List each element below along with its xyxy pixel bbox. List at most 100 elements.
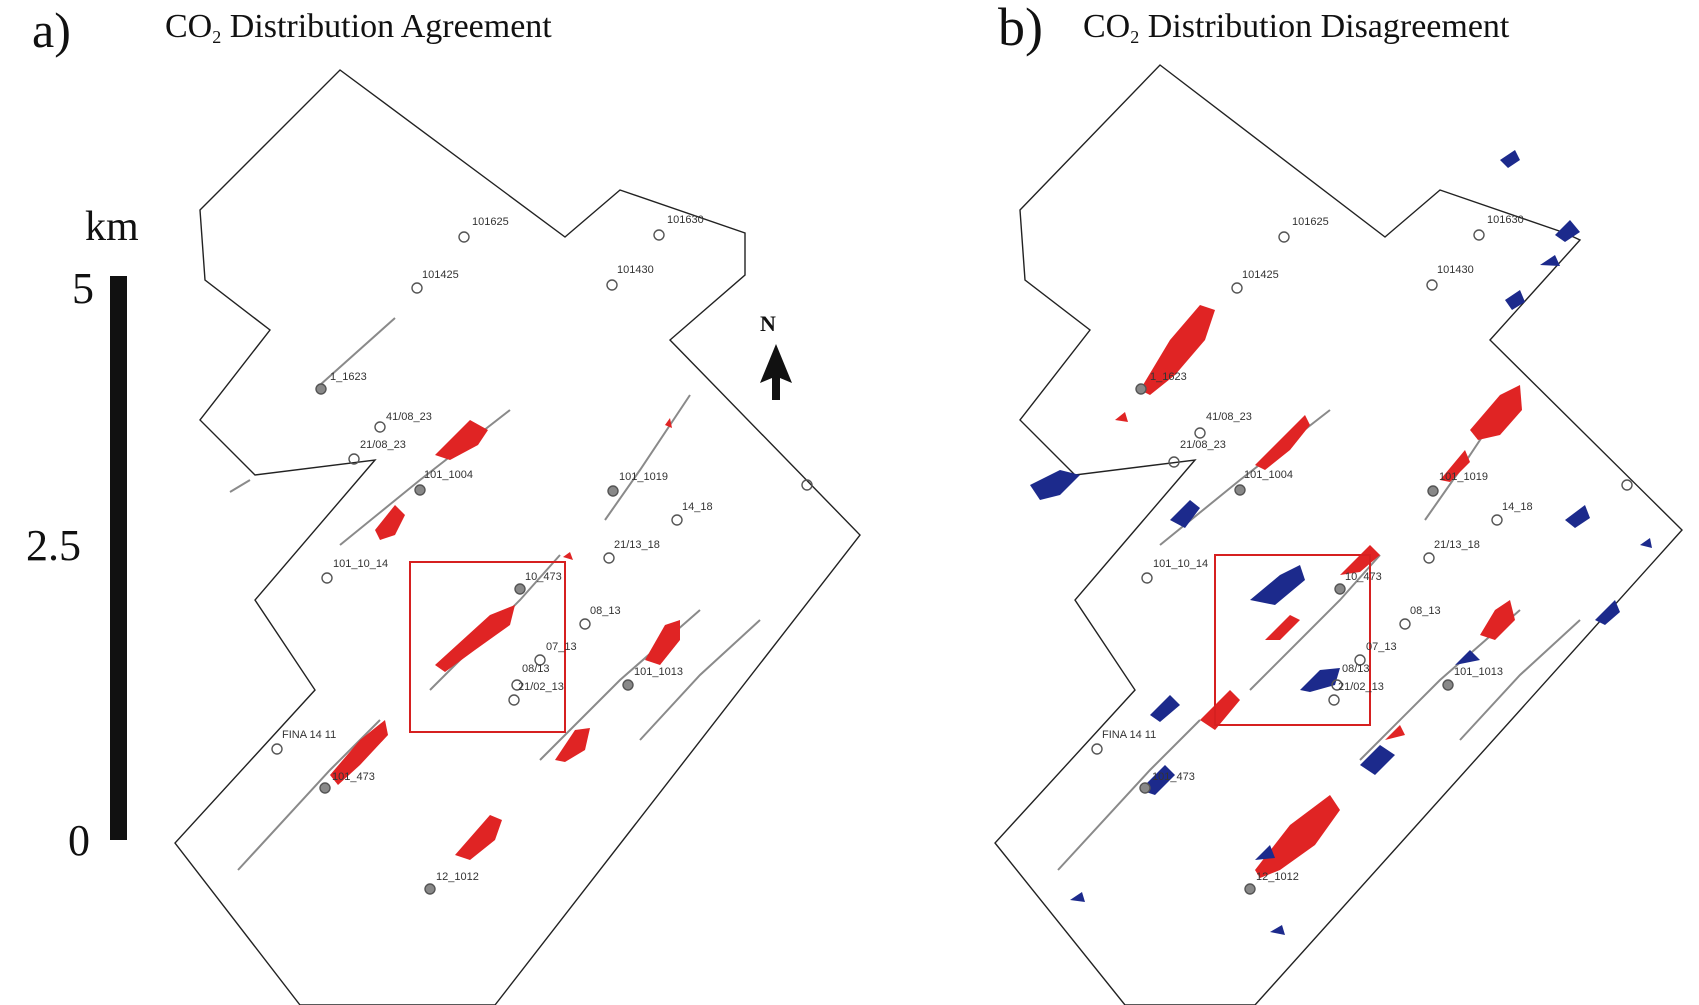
well-marker	[606, 279, 618, 291]
well-label: 101630	[667, 214, 704, 226]
well-label: 1_1623	[330, 371, 367, 383]
well-marker	[1442, 679, 1454, 691]
scale-tick-label: 0	[68, 816, 90, 865]
well-label: 08/13	[522, 663, 550, 675]
well-label: 101_1004	[1244, 469, 1293, 481]
well-marker	[374, 421, 386, 433]
well-marker	[1328, 694, 1340, 706]
well-marker	[1168, 456, 1180, 468]
panel-b-co2-blue-patches	[1030, 150, 1652, 935]
well-marker	[1135, 383, 1147, 395]
well-marker	[315, 383, 327, 395]
well-label: 101425	[1242, 269, 1279, 281]
well-label: 14_18	[1502, 501, 1533, 513]
well-label: 101_1013	[1454, 666, 1503, 678]
panel-b-letter: b)	[998, 0, 1043, 57]
well-marker	[414, 484, 426, 496]
panel-b: b) CO2 Distribution Disagreement	[994, 0, 1683, 1005]
panel-a-fault-lines	[229, 317, 761, 871]
well-marker	[514, 583, 526, 595]
panel-a: a) CO2 Distribution Agreement	[32, 2, 861, 1005]
well-label: 12_1012	[436, 871, 479, 883]
panel-a-letter: a)	[32, 2, 71, 58]
well-marker	[1231, 282, 1243, 294]
well-label: 1_1623	[1150, 371, 1187, 383]
north-arrow: N	[760, 311, 792, 400]
well-marker	[348, 453, 360, 465]
well-label: 101_1019	[619, 471, 668, 483]
panel-b-title: CO2 Distribution Disagreement	[1083, 8, 1510, 47]
well-marker	[424, 883, 436, 895]
well-marker	[411, 282, 423, 294]
well-label: FINA 14 11	[1102, 729, 1156, 741]
panel-a-well-labels: 101625 101630 101425 101430 1_1623 41/08…	[282, 214, 713, 883]
well-marker	[622, 679, 634, 691]
panel-a-wells	[271, 229, 813, 895]
well-label: 21/13_18	[614, 539, 660, 551]
well-label: 07_13	[546, 641, 577, 653]
panel-a-study-area-box	[409, 561, 566, 733]
well-marker	[1354, 654, 1366, 666]
well-marker	[1244, 883, 1256, 895]
panel-b-co2-red-patches	[1115, 305, 1522, 878]
well-marker	[1491, 514, 1503, 526]
well-marker	[1399, 618, 1411, 630]
well-label: 101_1004	[424, 469, 473, 481]
well-label: 101_10_14	[333, 558, 388, 570]
well-label: 21/02_13	[1338, 681, 1384, 693]
north-arrow-label: N	[760, 311, 776, 336]
well-marker	[603, 552, 615, 564]
well-marker	[1234, 484, 1246, 496]
well-label: 10_473	[1345, 571, 1382, 583]
well-marker	[534, 654, 546, 666]
well-label: 101425	[422, 269, 459, 281]
panel-b-study-area-box	[1214, 554, 1371, 726]
well-marker	[653, 229, 665, 241]
well-marker	[458, 231, 470, 243]
scale-tick-label: 5	[72, 264, 94, 313]
well-marker	[1278, 231, 1290, 243]
well-label: 12_1012	[1256, 871, 1299, 883]
well-label: 101_1019	[1439, 471, 1488, 483]
well-label: 101430	[1437, 264, 1474, 276]
panel-b-survey-outline	[994, 64, 1683, 1005]
well-label: 21/08_23	[360, 439, 406, 451]
well-label: 08_13	[590, 605, 621, 617]
panel-a-title: CO2 Distribution Agreement	[165, 8, 552, 47]
well-marker	[508, 694, 520, 706]
well-label: 10_473	[525, 571, 562, 583]
well-label: 41/08_23	[386, 411, 432, 423]
well-marker	[321, 572, 333, 584]
well-marker	[1091, 743, 1103, 755]
well-label: 101_473	[1152, 771, 1195, 783]
well-marker	[1426, 279, 1438, 291]
scale-tick-label: 2.5	[26, 521, 81, 570]
well-label: 101_10_14	[1153, 558, 1208, 570]
scale-bar: km 5 2.5 0	[26, 204, 139, 865]
well-marker	[801, 479, 813, 491]
well-label: 101625	[472, 216, 509, 228]
well-marker	[1423, 552, 1435, 564]
well-label: 21/08_23	[1180, 439, 1226, 451]
well-marker	[319, 782, 331, 794]
well-marker	[1334, 583, 1346, 595]
well-label: 21/02_13	[518, 681, 564, 693]
scale-bar-line	[110, 276, 127, 840]
panel-b-wells	[1091, 229, 1633, 895]
well-label: 07_13	[1366, 641, 1397, 653]
panel-a-survey-outline	[174, 69, 861, 1005]
well-marker	[607, 485, 619, 497]
well-marker	[579, 618, 591, 630]
well-label: 101_473	[332, 771, 375, 783]
well-marker	[1473, 229, 1485, 241]
well-marker	[1139, 782, 1151, 794]
well-marker	[671, 514, 683, 526]
well-marker	[271, 743, 283, 755]
well-label: 41/08_23	[1206, 411, 1252, 423]
well-marker	[1194, 427, 1206, 439]
well-label: 21/13_18	[1434, 539, 1480, 551]
well-marker	[1427, 485, 1439, 497]
well-label: 08_13	[1410, 605, 1441, 617]
well-marker	[1141, 572, 1153, 584]
panel-a-co2-agreement-patches	[330, 418, 680, 860]
